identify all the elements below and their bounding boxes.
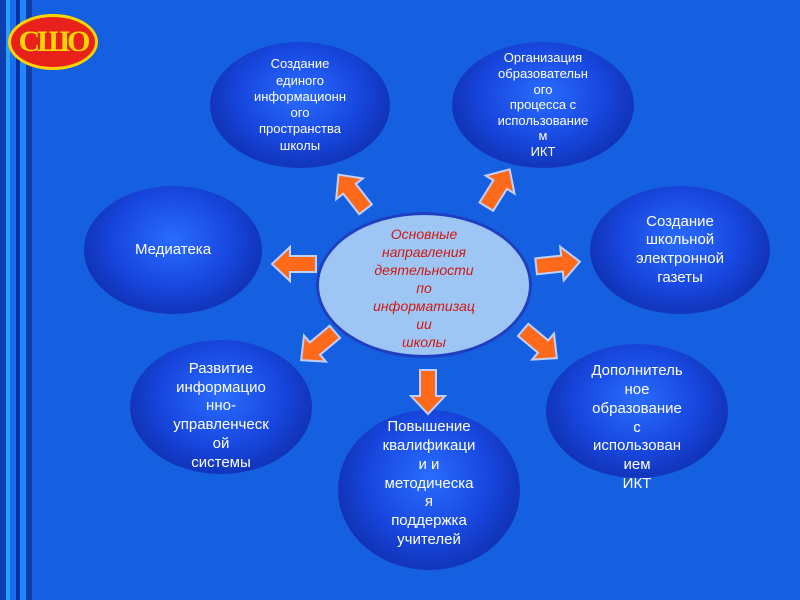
- arrow-down: [410, 369, 446, 415]
- school-logo: СШО: [8, 14, 98, 70]
- node-mediateka: Медиатека: [84, 186, 262, 314]
- node-ict-process: Организация образовательн ого процесса с…: [452, 42, 634, 168]
- center-label: Основные направления деятельности по инф…: [373, 226, 475, 350]
- node-label: Развитие информацио нно- управленческ ой…: [173, 359, 269, 471]
- logo-text: СШО: [18, 25, 91, 58]
- node-unified-info-space: Создание единого информационн ого простр…: [210, 42, 390, 168]
- node-additional-education: Дополнитель ное образование с использова…: [546, 344, 728, 492]
- arrow-up-left: [324, 163, 380, 221]
- left-decorative-stripes: [0, 0, 48, 600]
- node-label: Организация образовательн ого процесса с…: [497, 50, 589, 159]
- node-e-newspaper: Создание школьной электронной газеты: [590, 186, 770, 314]
- arrow-up-right: [470, 159, 526, 217]
- node-label: Медиатека: [134, 240, 212, 258]
- center-hub: Основные направления деятельности по инф…: [316, 212, 532, 358]
- node-label: Создание единого информационн ого простр…: [253, 56, 347, 153]
- node-management-system: Развитие информацио нно- управленческ ой…: [130, 340, 312, 474]
- node-label: Дополнитель ное образование с использова…: [591, 362, 683, 492]
- arrow-down-right: [511, 315, 569, 373]
- arrow-right: [533, 243, 583, 285]
- node-teacher-support: Повышение квалификаци и и методическа я …: [338, 410, 520, 570]
- arrow-left: [271, 246, 317, 282]
- node-label: Создание школьной электронной газеты: [636, 212, 724, 286]
- node-label: Повышение квалификаци и и методическа я …: [382, 418, 476, 548]
